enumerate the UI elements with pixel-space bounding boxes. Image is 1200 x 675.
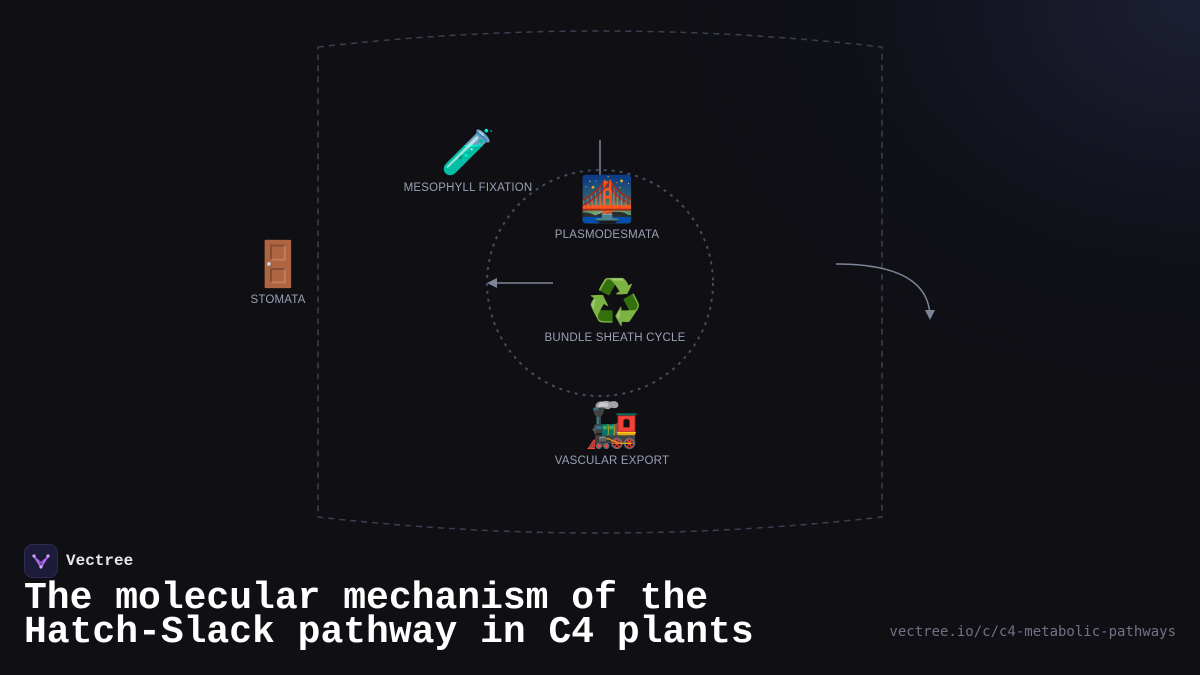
node-stomata: 🚪 STOMATA: [250, 239, 306, 307]
node-label-mesophyll: MESOPHYLL FIXATION: [403, 182, 533, 194]
source-url[interactable]: vectree.io/c/c4-metabolic-pathways: [889, 624, 1176, 640]
node-label-plasmodesmata: PLASMODESMATA: [554, 229, 660, 241]
node-label-stomata: STOMATA: [250, 294, 306, 306]
test-tube-icon: 🧪: [440, 127, 496, 178]
door-icon: 🚪: [250, 239, 306, 290]
node-vascular-export: 🚂 VASCULAR EXPORT: [554, 400, 670, 468]
node-plasmodesmata: 🌉 PLASMODESMATA: [554, 174, 660, 242]
vectree-logo-icon: [24, 544, 58, 578]
page-title: The molecular mechanism of the Hatch-Sla…: [24, 577, 754, 654]
arrow-curved-export: [835, 263, 935, 320]
leaf-outline: [317, 30, 883, 534]
node-label-vascular: VASCULAR EXPORT: [554, 455, 670, 467]
node-mesophyll-fixation: 🧪 MESOPHYLL FIXATION: [403, 127, 533, 195]
brand: Vectree: [24, 544, 133, 578]
bridge-at-night-icon: 🌉: [579, 174, 635, 225]
recycle-icon: ♻️: [587, 277, 643, 328]
node-bundle-sheath-cycle: ♻️ BUNDLE SHEATH CYCLE: [544, 277, 686, 345]
brand-name: Vectree: [66, 552, 134, 570]
locomotive-icon: 🚂: [584, 400, 640, 451]
node-label-bundle-sheath: BUNDLE SHEATH CYCLE: [544, 332, 686, 344]
